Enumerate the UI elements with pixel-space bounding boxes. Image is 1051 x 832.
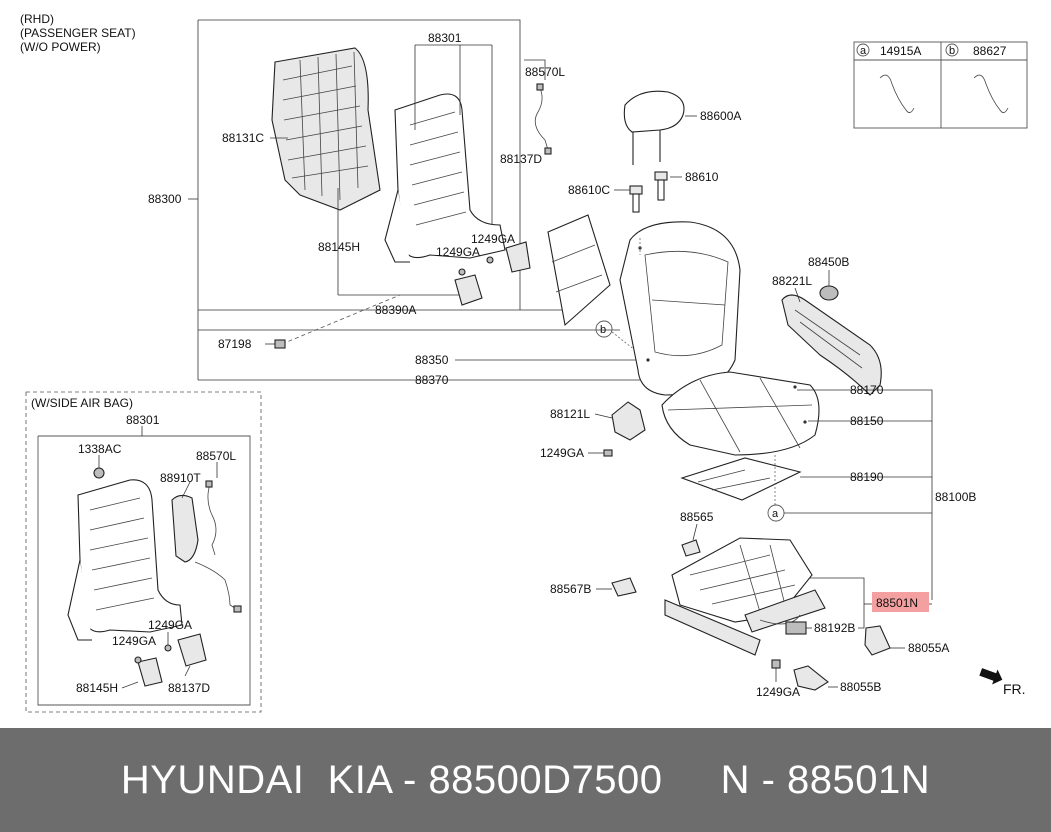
headrest-guide-88610C <box>629 185 643 195</box>
callout-1249GA-a: 1249GA <box>436 245 480 259</box>
side-shield-group: 88221L 88450B <box>772 255 882 396</box>
header-line-passenger-seat: (PASSENGER SEAT) <box>20 26 136 40</box>
clip-legend-box: a 14915A b 88627 <box>853 41 1028 129</box>
recliner-bracket-88145H <box>454 274 483 306</box>
legend-letter-a: a <box>860 45 867 57</box>
bolt-icon <box>486 256 494 264</box>
recliner-knob-88450B <box>819 285 839 301</box>
inset-group-88301: 88301 <box>126 413 160 427</box>
inset-callout-88145H: 88145H <box>76 681 118 695</box>
inset-callout-1249GA-a: 1249GA <box>148 618 192 632</box>
bolt-icon <box>771 659 781 669</box>
headrest-group: 88600A 88610C 88610 <box>568 90 741 213</box>
callout-88610: 88610 <box>685 170 719 184</box>
callout-1249GA-b: 1249GA <box>471 232 515 246</box>
back-board-88390A <box>547 214 611 327</box>
side-cover-group: 88121L 1249GA <box>540 401 646 460</box>
track-cover-88055B <box>793 665 829 691</box>
callout-88567B: 88567B <box>550 582 591 596</box>
callout-87198: 87198 <box>218 337 252 351</box>
callout-88600A: 88600A <box>700 109 741 123</box>
inset-wire-harness-88570L <box>207 483 217 556</box>
callout-88221L: 88221L <box>772 274 812 288</box>
seat-back-cover <box>619 221 741 396</box>
inset-callout-88570L: 88570L <box>196 449 236 463</box>
front-label: FR. <box>1003 681 1026 697</box>
circle-callout-a: a <box>772 508 779 520</box>
seat-pad-88190 <box>680 457 802 501</box>
callout-88150: 88150 <box>850 414 884 428</box>
callout-88300: 88300 <box>148 192 182 206</box>
callout-88121L: 88121L <box>550 407 590 421</box>
bolt-icon <box>458 268 466 276</box>
inset-callout-1338AC: 1338AC <box>78 442 122 456</box>
callout-88565: 88565 <box>680 510 714 524</box>
callout-1249GA-c: 1249GA <box>540 446 584 460</box>
callout-88145H: 88145H <box>318 240 360 254</box>
callout-88100B: 88100B <box>935 490 976 504</box>
front-arrow-icon <box>979 668 1003 685</box>
legend-part-14915A: 14915A <box>880 44 921 58</box>
callout-88055A: 88055A <box>908 641 949 655</box>
headrest-guide-88610 <box>654 171 668 181</box>
clip-88567B <box>611 577 637 597</box>
headrest-88600A <box>623 90 685 133</box>
callout-88170: 88170 <box>850 383 884 397</box>
callout-88192B: 88192B <box>814 621 855 635</box>
inset-title: (W/SIDE AIR BAG) <box>31 396 133 410</box>
clip-a-icon <box>879 74 915 113</box>
footer-part-numbers: HYUNDAI KIA - 88500D7500 N - 88501N <box>120 757 931 802</box>
airbag-module-88910T <box>171 494 199 563</box>
bolt-icon <box>164 644 172 652</box>
part-number-footer: HYUNDAI KIA - 88500D7500 N - 88501N <box>0 728 1051 832</box>
callout-88055B: 88055B <box>840 680 881 694</box>
inset-seat-back-frame <box>77 479 183 633</box>
seat-back-group: 88300 88131C 88301 88570L 88137D 88145H <box>148 19 646 387</box>
callout-88350: 88350 <box>415 353 449 367</box>
screw-87198-icon <box>274 339 286 349</box>
seat-parts-diagram: (RHD) (PASSENGER SEAT) (W/O POWER) a 149… <box>20 12 1028 713</box>
callout-88131C: 88131C <box>222 131 264 145</box>
header-line-without-power: (W/O POWER) <box>20 40 101 54</box>
bolt-icon <box>603 449 613 457</box>
callout-88610C: 88610C <box>568 183 610 197</box>
cover-88192B <box>785 621 807 635</box>
seat-cushion-back <box>619 221 741 396</box>
side-airbag-inset: (W/SIDE AIR BAG) 88301 1338AC 88910T 885… <box>25 391 262 713</box>
legend-letter-b: b <box>949 45 955 57</box>
callout-88570L: 88570L <box>525 65 565 79</box>
seat-rail-left <box>664 599 761 656</box>
seat-back-mesh-panel <box>271 47 381 211</box>
clip-88565 <box>681 539 701 557</box>
callout-88501N: 88501N <box>876 596 918 610</box>
track-cover-88055A <box>864 625 891 656</box>
recliner-bracket-88137D <box>505 241 531 273</box>
seat-back-frame <box>394 93 506 259</box>
nut-1338AC-icon <box>93 467 105 479</box>
inset-bracket-88145H <box>137 657 163 687</box>
callout-88301: 88301 <box>428 31 462 45</box>
legend-part-88627: 88627 <box>973 44 1007 58</box>
callout-88190: 88190 <box>850 470 884 484</box>
callout-1249GA-d: 1249GA <box>756 685 800 699</box>
seat-track-group: 88501N 88192B 88565 88567B 88055A 88055B… <box>550 510 949 699</box>
callout-88450B: 88450B <box>808 255 849 269</box>
front-direction-indicator: FR. <box>979 668 1026 697</box>
inset-bracket-88137D <box>177 633 207 667</box>
callout-88370: 88370 <box>415 373 449 387</box>
callout-88137D: 88137D <box>500 152 542 166</box>
clip-b-icon <box>973 74 1009 113</box>
header-line-rhd: (RHD) <box>20 12 54 26</box>
side-cover-88121L <box>611 401 646 441</box>
wire-harness-88570L <box>534 87 549 151</box>
seat-cushion-cover-88170 <box>661 371 820 456</box>
circle-callout-b: b <box>600 324 606 336</box>
bolt-icon <box>134 656 142 664</box>
inset-callout-1249GA-b: 1249GA <box>112 634 156 648</box>
inset-callout-88137D: 88137D <box>168 681 210 695</box>
highlight-88501N <box>872 592 929 612</box>
callout-88390A: 88390A <box>375 303 416 317</box>
seat-cushion-group: 88170 88150 88190 88100B a <box>661 371 976 600</box>
inset-callout-88910T: 88910T <box>160 471 201 485</box>
